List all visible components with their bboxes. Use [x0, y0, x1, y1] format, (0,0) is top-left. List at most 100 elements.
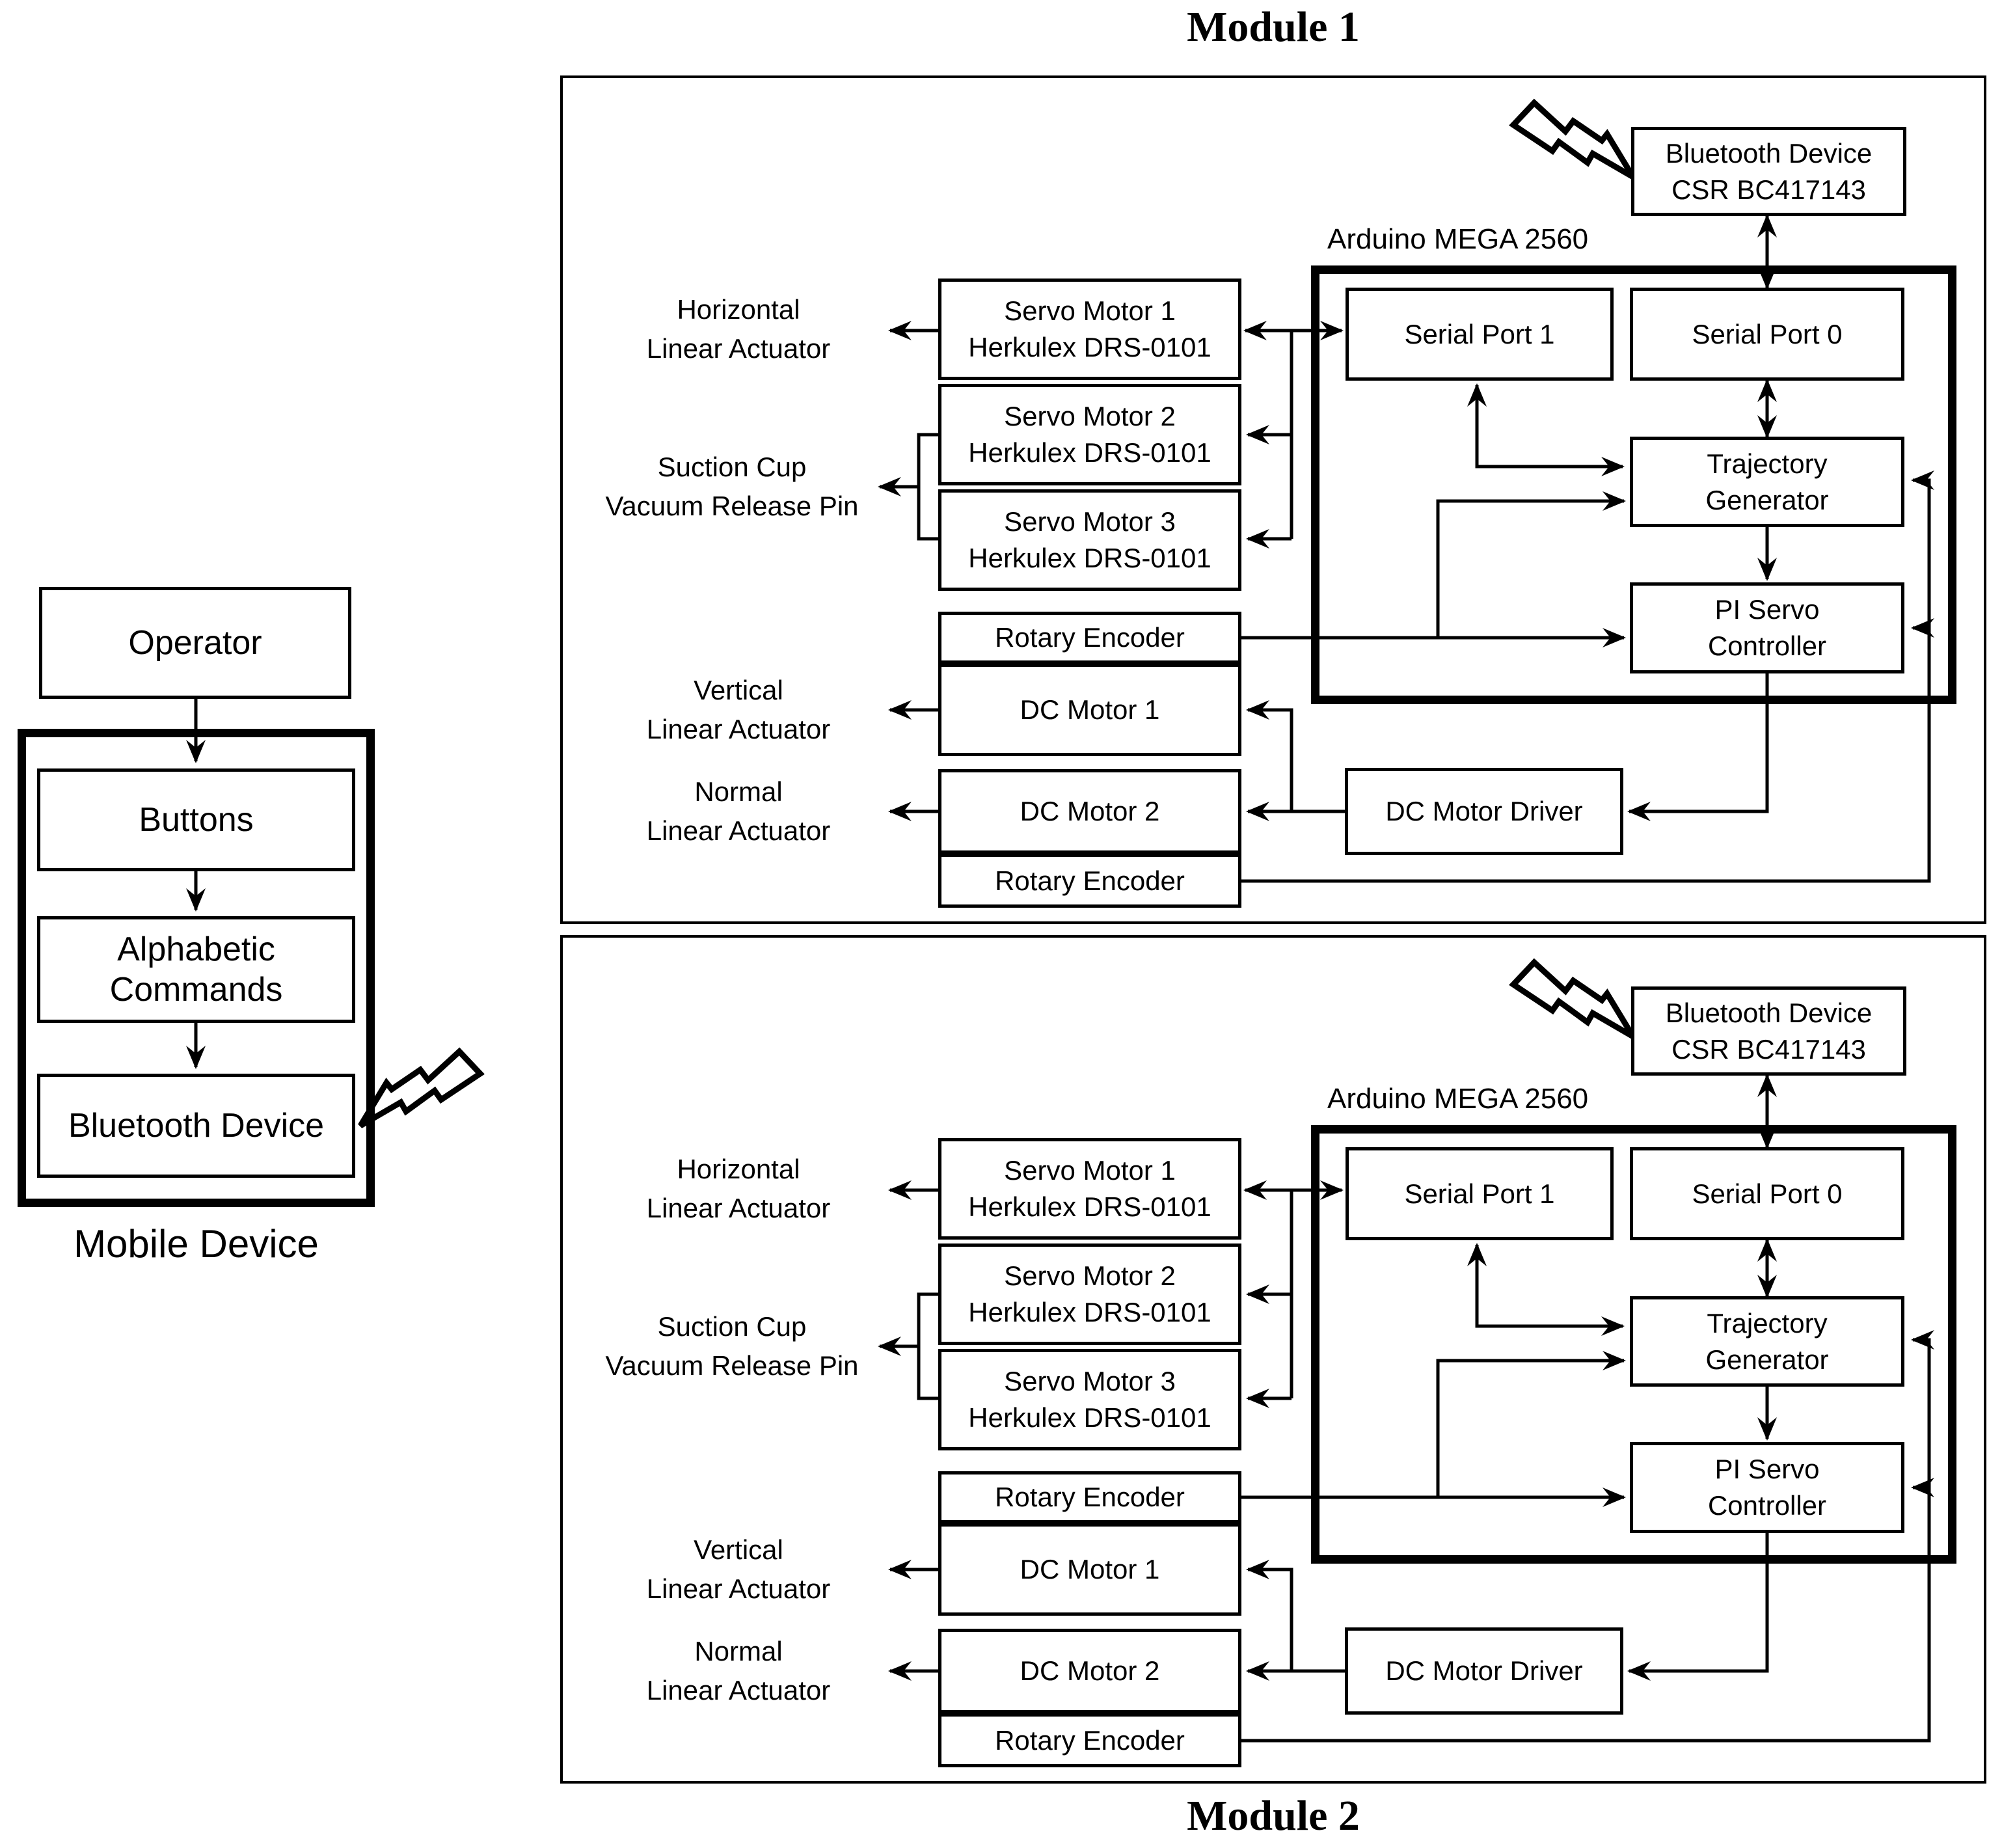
- arduino-label: Arduino MEGA 2560: [1327, 223, 1589, 255]
- dc-motor-1-box: DC Motor 1: [938, 664, 1241, 756]
- alphabetic-commands-box: Alphabetic Commands: [37, 916, 355, 1023]
- bluetooth-module-box: Bluetooth Device CSR BC417143: [1631, 127, 1906, 216]
- trajectory-generator-box: Trajectory Generator: [1630, 1296, 1904, 1387]
- bluetooth-line1: Bluetooth Device: [1665, 997, 1873, 1028]
- wire-serial1-trajectory: [1467, 383, 1625, 476]
- arduino-mega-frame: [1311, 265, 1956, 704]
- label-horizontal-line1: Horizontal: [677, 294, 800, 325]
- mobile-device-caption: Mobile Device: [74, 1222, 319, 1266]
- pi-servo-line2: Controller: [1707, 631, 1827, 661]
- label-suction-line2: Vacuum Release Pin: [605, 491, 859, 521]
- serial-port-1-box: Serial Port 1: [1346, 1147, 1614, 1240]
- rotary-encoder-top-box: Rotary Encoder: [938, 612, 1241, 664]
- dc-motor-2-box: DC Motor 2: [938, 1629, 1241, 1713]
- dc-motor-driver-label: DC Motor Driver: [1385, 796, 1583, 826]
- label-vertical-line1: Vertical: [694, 1534, 783, 1565]
- serial-port-1-label: Serial Port 1: [1404, 1178, 1555, 1209]
- rotary-encoder-bottom-box: Rotary Encoder: [938, 1713, 1241, 1767]
- label-normal-line2: Linear Actuator: [646, 1675, 831, 1705]
- dc-motor-2-label: DC Motor 2: [1020, 1655, 1160, 1686]
- trajectory-line1: Trajectory: [1707, 1307, 1828, 1338]
- dc-motor-1-box: DC Motor 1: [938, 1523, 1241, 1616]
- rotary-encoder-bottom-label: Rotary Encoder: [995, 865, 1185, 896]
- buttons-label: Buttons: [139, 801, 254, 839]
- label-horizontal-line2: Linear Actuator: [646, 1193, 831, 1223]
- label-vertical-linear-actuator: Vertical Linear Actuator: [579, 1530, 898, 1609]
- module-1: Module 1 Bluetooth Device CSR BC417143 A…: [0, 3, 2002, 924]
- trajectory-generator-box: Trajectory Generator: [1630, 437, 1904, 527]
- arduino-label: Arduino MEGA 2560: [1327, 1083, 1589, 1115]
- rotary-encoder-top-label: Rotary Encoder: [995, 622, 1185, 653]
- pi-servo-line2: Controller: [1707, 1490, 1827, 1521]
- servo-motor-1-box: Servo Motor 1 Herkulex DRS-0101: [938, 1138, 1241, 1240]
- servo-motor-3-box: Servo Motor 3 Herkulex DRS-0101: [938, 489, 1241, 591]
- label-suction-cup: Suction Cup Vacuum Release Pin: [566, 1307, 898, 1385]
- label-normal-linear-actuator: Normal Linear Actuator: [579, 772, 898, 850]
- label-suction-cup: Suction Cup Vacuum Release Pin: [566, 448, 898, 526]
- label-suction-line2: Vacuum Release Pin: [605, 1350, 859, 1381]
- servo-motor-3-line2: Herkulex DRS-0101: [968, 1402, 1211, 1433]
- label-normal-linear-actuator: Normal Linear Actuator: [579, 1632, 898, 1710]
- servo-motor-2-line2: Herkulex DRS-0101: [968, 1297, 1211, 1327]
- label-vertical-line2: Linear Actuator: [646, 1573, 831, 1604]
- pi-servo-line1: PI Servo: [1714, 1454, 1820, 1484]
- label-horizontal-linear-actuator: Horizontal Linear Actuator: [579, 1150, 898, 1228]
- dc-motor-2-label: DC Motor 2: [1020, 796, 1160, 826]
- serial-port-0-box: Serial Port 0: [1630, 1147, 1904, 1240]
- mobile-device-group-frame: [18, 729, 375, 1207]
- rotary-encoder-bottom-box: Rotary Encoder: [938, 854, 1241, 908]
- pi-servo-controller-box: PI Servo Controller: [1630, 1442, 1904, 1533]
- module-2: Module 2 Bluetooth Device CSR BC417143 A…: [0, 935, 2002, 1840]
- servo-motor-3-line1: Servo Motor 3: [1004, 1366, 1176, 1396]
- wire-encoder1-trajectory: [1436, 491, 1626, 638]
- wireless-signal-icon: [358, 1047, 485, 1128]
- dc-motor-driver-label: DC Motor Driver: [1385, 1655, 1583, 1686]
- dc-motor-driver-box: DC Motor Driver: [1345, 1627, 1623, 1715]
- module-title: Module 2: [1187, 1792, 1360, 1840]
- dc-motor-1-label: DC Motor 1: [1020, 1554, 1160, 1584]
- servo-motor-2-box: Servo Motor 2 Herkulex DRS-0101: [938, 384, 1241, 485]
- mobile-device-column: Operator Buttons Alphabetic Commands Blu…: [0, 0, 553, 1848]
- operator-box: Operator: [39, 587, 351, 699]
- serial-port-1-box: Serial Port 1: [1346, 288, 1614, 381]
- pi-servo-line1: PI Servo: [1714, 594, 1820, 625]
- bluetooth-line1: Bluetooth Device: [1665, 137, 1873, 169]
- bluetooth-device-label: Bluetooth Device: [68, 1107, 325, 1145]
- label-horizontal-linear-actuator: Horizontal Linear Actuator: [579, 290, 898, 368]
- wire-encoder2-trajectory: [1241, 470, 1934, 883]
- arduino-mega-frame: [1311, 1125, 1956, 1564]
- trajectory-line2: Generator: [1705, 484, 1829, 515]
- label-horizontal-line2: Linear Actuator: [646, 333, 831, 364]
- label-suction-line1: Suction Cup: [657, 1311, 807, 1342]
- serial-port-0-box: Serial Port 0: [1630, 288, 1904, 381]
- bluetooth-line2: CSR BC417143: [1671, 1033, 1866, 1065]
- serial-port-0-label: Serial Port 0: [1692, 318, 1843, 349]
- servo-motor-3-line2: Herkulex DRS-0101: [968, 543, 1211, 573]
- label-suction-line1: Suction Cup: [657, 452, 807, 482]
- serial-port-0-label: Serial Port 0: [1692, 1178, 1843, 1209]
- wire-driver-dcmotor1: [1246, 700, 1293, 811]
- servo-motor-2-line2: Herkulex DRS-0101: [968, 437, 1211, 468]
- label-vertical-line1: Vertical: [694, 675, 783, 705]
- label-vertical-linear-actuator: Vertical Linear Actuator: [579, 671, 898, 749]
- wire-piservo-driver: [1627, 673, 1769, 821]
- servo-motor-1-line2: Herkulex DRS-0101: [968, 1191, 1211, 1222]
- wireless-signal-icon: [1509, 98, 1636, 180]
- dc-motor-driver-box: DC Motor Driver: [1345, 768, 1623, 855]
- rotary-encoder-top-label: Rotary Encoder: [995, 1482, 1185, 1512]
- label-vertical-line2: Linear Actuator: [646, 714, 831, 744]
- serial-port-1-label: Serial Port 1: [1404, 318, 1555, 349]
- operator-label: Operator: [128, 624, 262, 662]
- trajectory-line1: Trajectory: [1707, 448, 1828, 479]
- label-normal-line1: Normal: [694, 1636, 783, 1666]
- buttons-box: Buttons: [37, 768, 355, 871]
- servo-motor-1-line2: Herkulex DRS-0101: [968, 332, 1211, 362]
- dc-motor-1-label: DC Motor 1: [1020, 694, 1160, 725]
- servo-motor-2-box: Servo Motor 2 Herkulex DRS-0101: [938, 1243, 1241, 1345]
- servo-motor-3-line1: Servo Motor 3: [1004, 506, 1176, 537]
- bluetooth-device-box: Bluetooth Device: [37, 1074, 355, 1178]
- rotary-encoder-top-box: Rotary Encoder: [938, 1471, 1241, 1523]
- bluetooth-line2: CSR BC417143: [1671, 174, 1866, 205]
